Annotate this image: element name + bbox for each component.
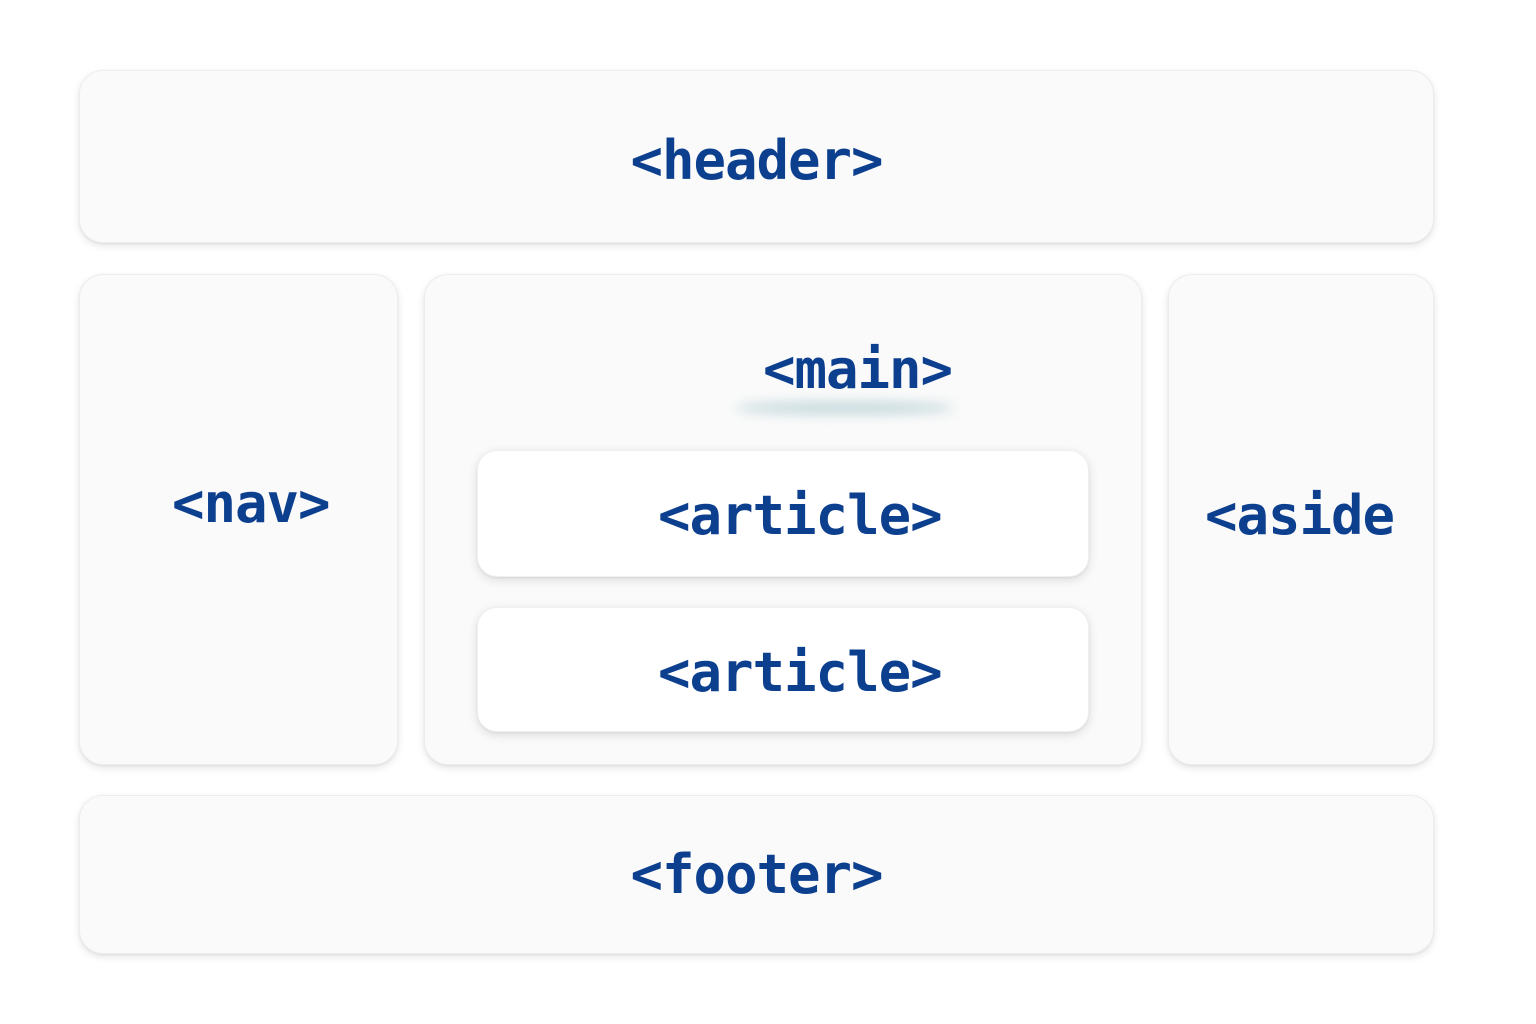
article-region-1: <article> <box>477 450 1089 577</box>
header-region: <header> <box>79 70 1434 243</box>
nav-label: <nav> <box>172 472 331 535</box>
header-label: <header> <box>630 129 883 192</box>
nav-region: <nav> <box>79 274 398 765</box>
aside-region: <aside <box>1168 274 1434 765</box>
aside-label: <aside <box>1205 484 1395 547</box>
article-region-2: <article> <box>477 607 1089 732</box>
footer-region: <footer> <box>79 795 1434 954</box>
main-label-glow <box>735 402 955 414</box>
main-label: <main> <box>763 338 953 401</box>
article-label-2: <article> <box>658 641 943 704</box>
article-label-1: <article> <box>658 484 943 547</box>
main-region: <main> <article> <article> <box>424 274 1142 765</box>
footer-label: <footer> <box>630 843 883 906</box>
